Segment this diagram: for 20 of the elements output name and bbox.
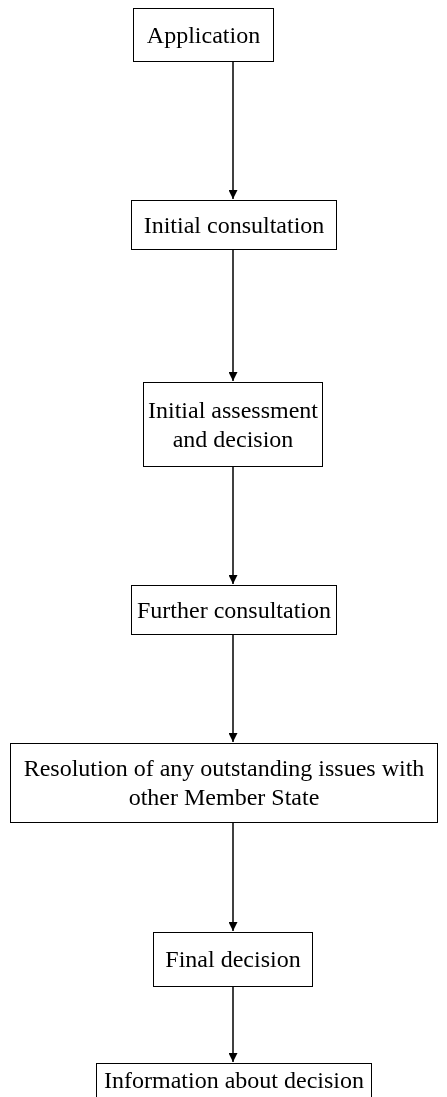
process-box: [131, 585, 337, 635]
box-label: Initial assessment and decision: [148, 395, 318, 454]
arrow: [228, 634, 238, 743]
box-label: Resolution of any outstanding issues with other Member State: [22, 754, 426, 812]
process-box: [10, 743, 438, 823]
process-box: [143, 382, 323, 467]
arrow: [228, 61, 238, 200]
box-label: Initial consultation: [143, 210, 325, 240]
arrow: [228, 249, 238, 382]
arrow: [228, 986, 238, 1063]
box-label: Final decision: [165, 945, 301, 974]
process-box: [96, 1063, 372, 1097]
process-box: [131, 200, 337, 250]
process-box: [133, 8, 274, 62]
process-box: [153, 932, 313, 987]
box-label: Application: [146, 20, 261, 50]
arrow: [228, 466, 238, 585]
arrow: [228, 822, 238, 932]
box-label: Information about decision: [104, 1066, 364, 1095]
box-label: Further consultation: [137, 595, 331, 625]
